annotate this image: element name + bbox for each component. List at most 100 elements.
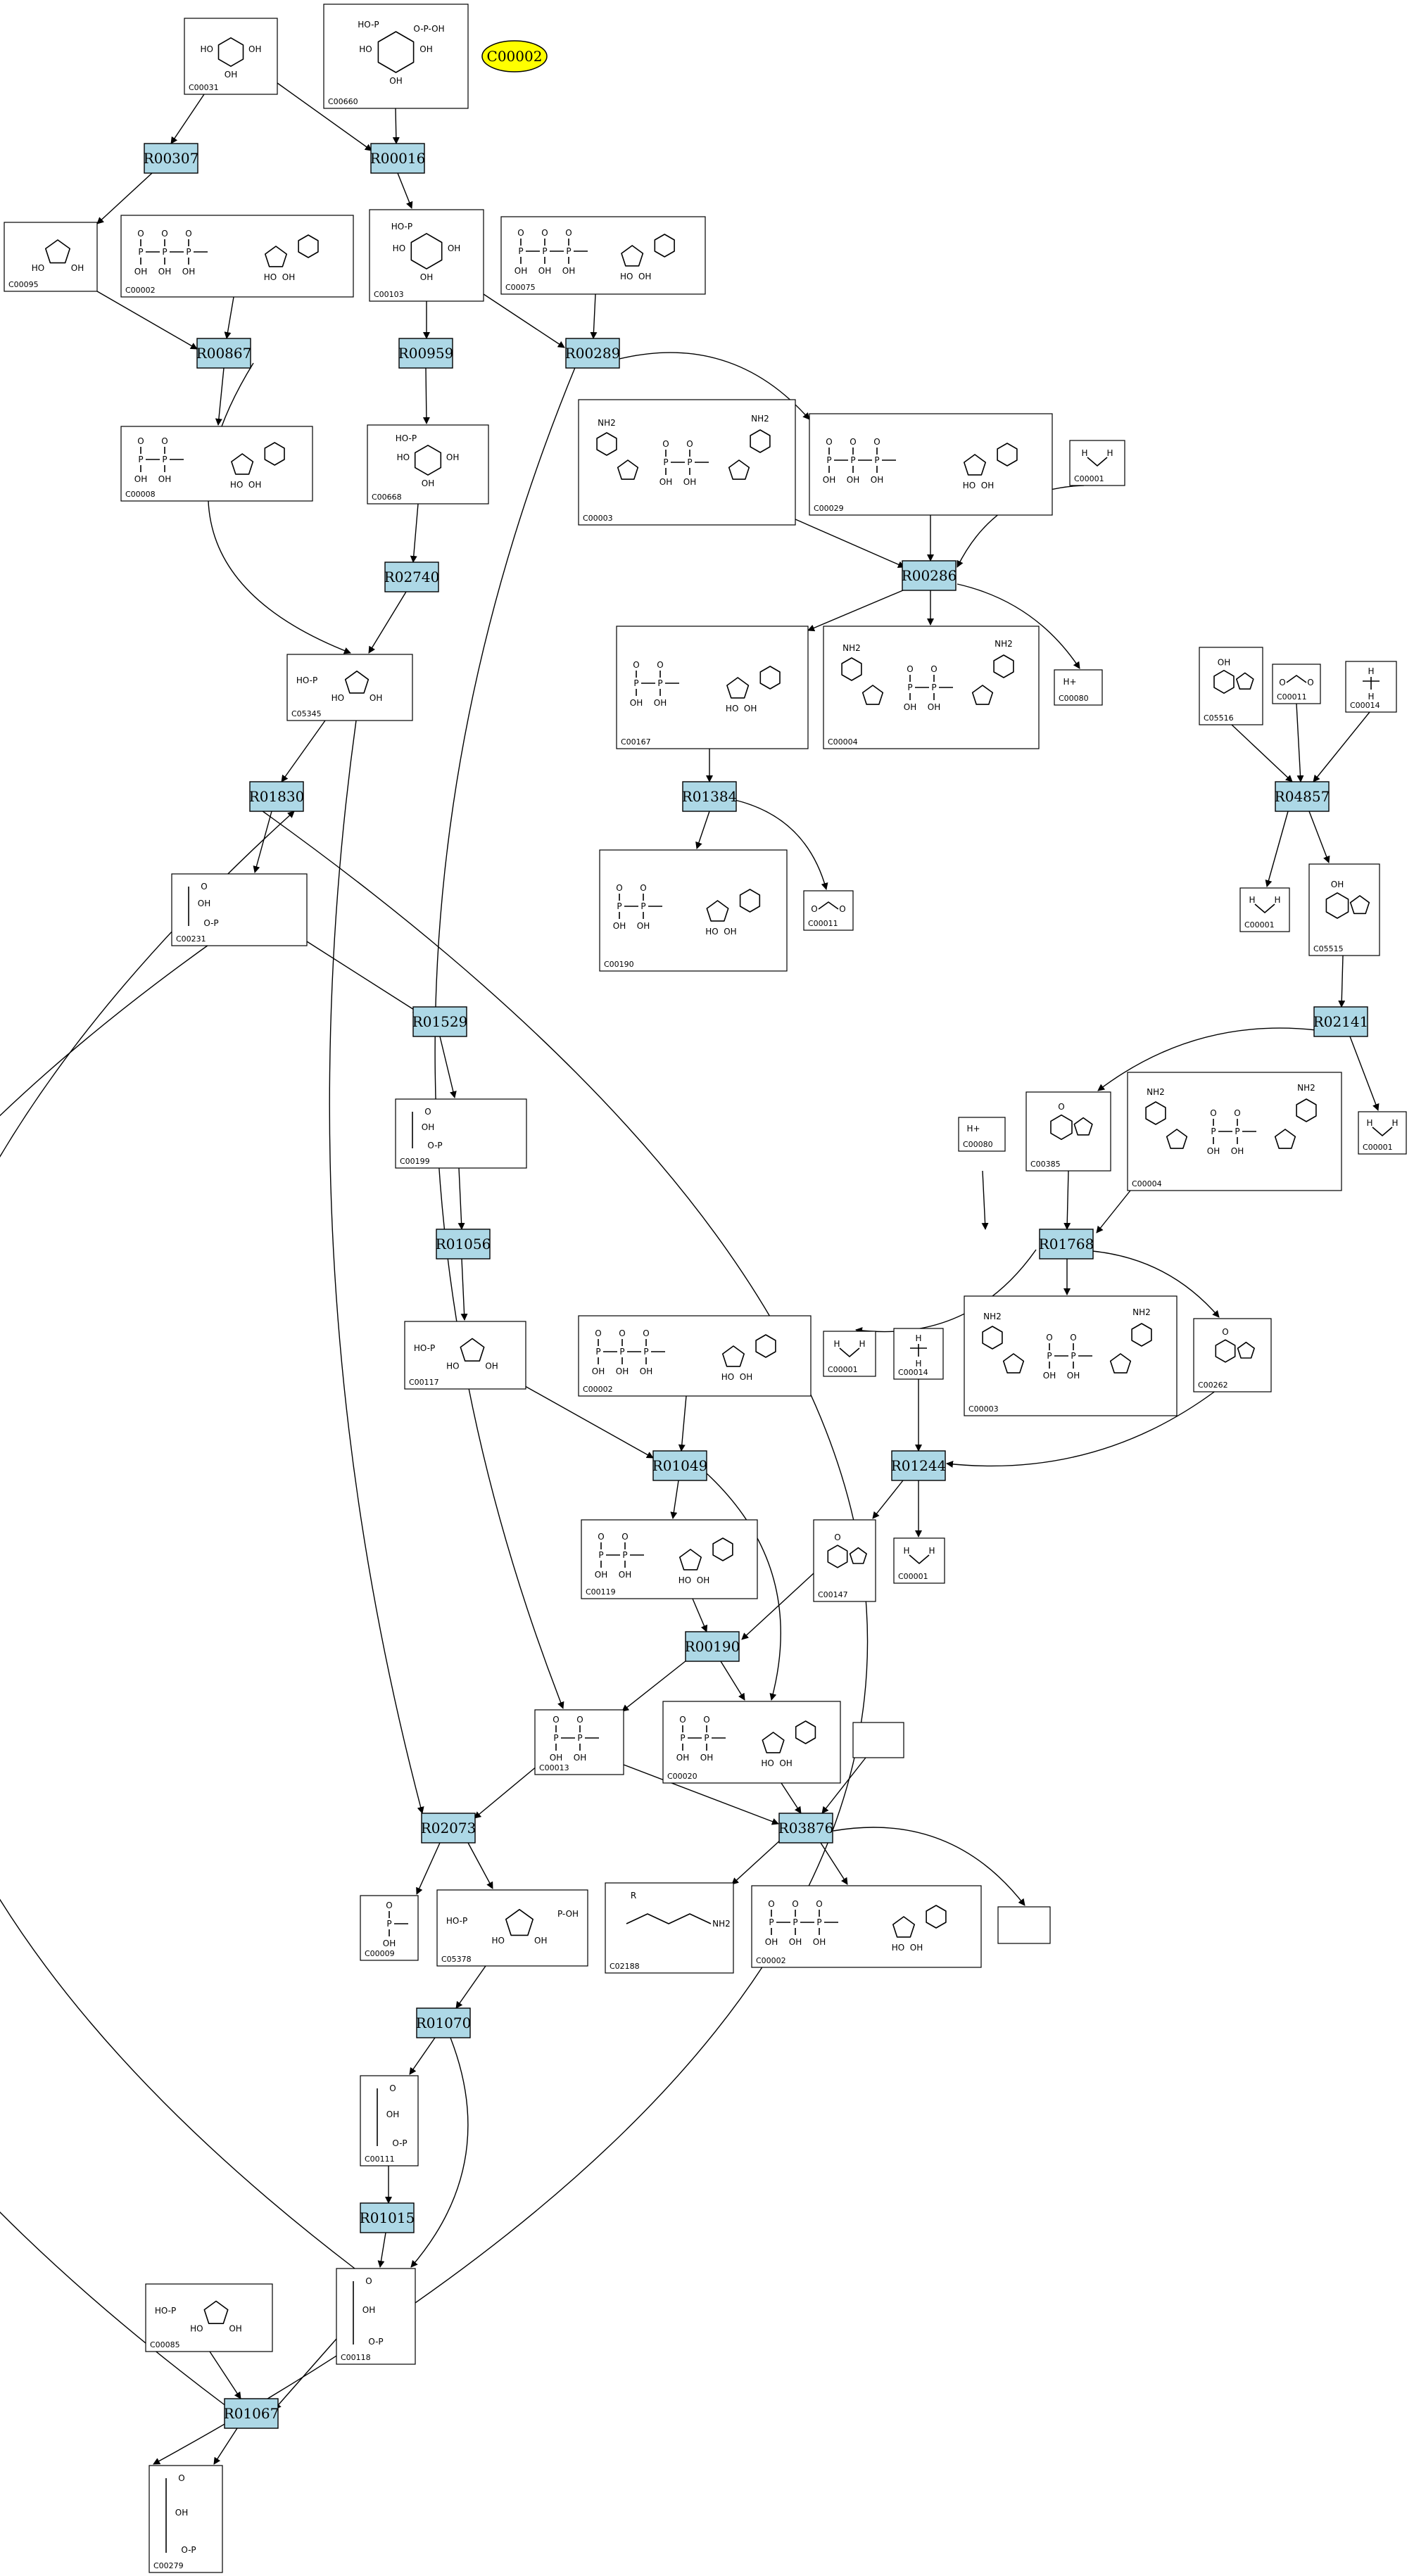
compound-box[interactable]: [1272, 664, 1321, 704]
compound-box[interactable]: [286, 654, 413, 721]
reaction-box[interactable]: [565, 338, 620, 369]
compound-box[interactable]: [4, 222, 98, 292]
compound-box[interactable]: [1345, 661, 1397, 713]
compound-box[interactable]: [184, 18, 278, 95]
reaction-node[interactable]: R01384: [682, 781, 738, 812]
compound-box[interactable]: [1069, 440, 1125, 486]
reaction-box[interactable]: [384, 561, 439, 592]
reaction-box[interactable]: [685, 1631, 740, 1662]
compound-box[interactable]: [813, 1519, 876, 1602]
highlight-ellipse[interactable]: [481, 40, 548, 72]
compound-box[interactable]: [500, 216, 706, 295]
compound-box[interactable]: [120, 426, 313, 502]
highlight-node[interactable]: C00002: [481, 40, 548, 72]
reaction-node[interactable]: R02141: [1313, 1006, 1369, 1037]
compound-box[interactable]: [171, 873, 308, 946]
compound-box[interactable]: [1127, 1072, 1342, 1191]
compound-box[interactable]: [823, 626, 1040, 749]
reaction-node[interactable]: R00190: [685, 1631, 740, 1662]
reaction-box[interactable]: [1039, 1229, 1094, 1260]
compound-box[interactable]: [369, 209, 484, 302]
reaction-box[interactable]: [398, 338, 453, 369]
compound-node[interactable]: [997, 1906, 1051, 1944]
compound-box[interactable]: [120, 215, 354, 298]
reaction-node[interactable]: R01830: [249, 781, 305, 812]
reaction-node[interactable]: R01056: [436, 1229, 491, 1260]
compound-box[interactable]: [1358, 1111, 1407, 1155]
compound-node[interactable]: H+C00080: [958, 1117, 1006, 1152]
reaction-box[interactable]: [778, 1813, 833, 1844]
reaction-node[interactable]: R01049: [652, 1450, 708, 1481]
reaction-box[interactable]: [1313, 1006, 1368, 1037]
reaction-node[interactable]: R01529: [412, 1006, 468, 1037]
reaction-box[interactable]: [196, 338, 251, 369]
compound-box[interactable]: [1239, 887, 1290, 932]
reaction-box[interactable]: [224, 2398, 279, 2429]
reaction-node[interactable]: R00307: [144, 143, 199, 174]
compound-box[interactable]: [852, 1722, 904, 1758]
compound-box[interactable]: [436, 1889, 588, 1967]
compound-box[interactable]: [360, 1895, 419, 1961]
compound-box[interactable]: [367, 424, 489, 505]
reaction-box[interactable]: [436, 1229, 491, 1260]
reaction-node[interactable]: R00016: [370, 143, 426, 174]
reaction-box[interactable]: [682, 781, 737, 812]
compound-box[interactable]: [616, 626, 809, 749]
compound-box[interactable]: [581, 1519, 758, 1599]
compound-box[interactable]: [149, 2465, 223, 2573]
compound-box[interactable]: [534, 1709, 624, 1775]
compound-box[interactable]: [578, 399, 796, 526]
reaction-node[interactable]: R01768: [1039, 1229, 1094, 1260]
reaction-node[interactable]: R00289: [565, 338, 621, 369]
reaction-node[interactable]: R04857: [1275, 781, 1330, 812]
compound-box[interactable]: [823, 1331, 876, 1377]
reaction-box[interactable]: [416, 2007, 471, 2038]
compound-node[interactable]: [852, 1722, 904, 1758]
reaction-box[interactable]: [249, 781, 304, 812]
compound-box[interactable]: [662, 1701, 841, 1784]
reaction-node[interactable]: R00867: [196, 338, 252, 369]
compound-box[interactable]: [958, 1117, 1006, 1152]
reaction-node[interactable]: R00286: [902, 560, 957, 591]
compound-box[interactable]: [1054, 669, 1103, 706]
compound-box[interactable]: [599, 849, 788, 972]
compound-box[interactable]: [751, 1885, 982, 1968]
reaction-box[interactable]: [902, 560, 957, 591]
compound-box[interactable]: [395, 1098, 527, 1169]
compound-box[interactable]: [893, 1537, 945, 1584]
compound-box[interactable]: [1199, 647, 1263, 725]
reaction-box[interactable]: [144, 143, 198, 174]
reaction-node[interactable]: R00959: [398, 338, 454, 369]
